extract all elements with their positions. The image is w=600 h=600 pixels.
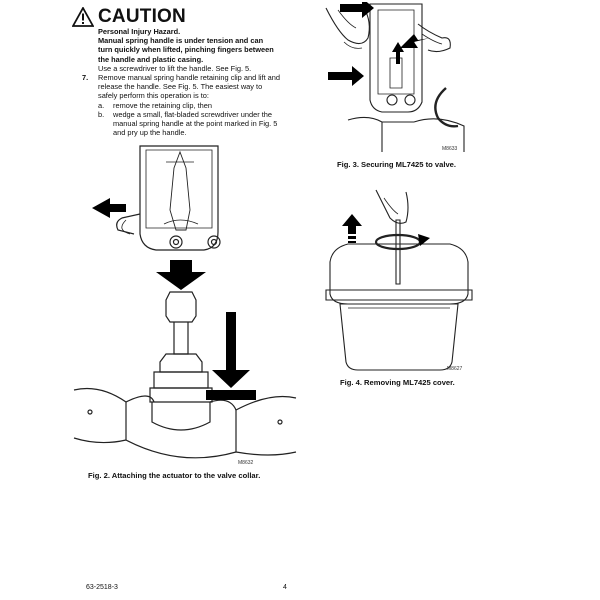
caution-heading: CAUTION [72, 6, 292, 30]
step-number: 7. [82, 73, 89, 82]
caution-text: Personal Injury Hazard. Manual spring ha… [98, 27, 290, 73]
step-7: 7. Remove manual spring handle retaining… [82, 73, 294, 137]
footer-doc-number: 63-2518-3 [86, 584, 118, 591]
caution-warning-line: the handle and plastic casing. [98, 54, 204, 64]
caution-warning-line: Manual spring handle is under tension an… [98, 36, 264, 46]
warning-triangle-icon [72, 7, 94, 27]
fig2-code: M8632 [238, 460, 254, 466]
substep-a: a. remove the retaining clip, then [98, 101, 294, 110]
fig3-code: M8633 [442, 146, 458, 152]
fig2-caption: Fig. 2. Attaching the actuator to the va… [88, 471, 261, 480]
step-line: Remove manual spring handle retaining cl… [98, 73, 281, 82]
substep-line: and pry up the handle. [113, 128, 187, 138]
caution-warning-line: turn quickly when lifted, pinching finge… [98, 45, 274, 55]
substep-b: b. wedge a small, flat-bladed screwdrive… [98, 110, 294, 119]
substep-line: manual spring handle at the point marked… [113, 119, 278, 129]
substep-line: remove the retaining clip, then [113, 100, 213, 110]
step-line: safely perform this operation is to: [98, 91, 209, 101]
fig3-illustration [325, 2, 465, 152]
caution-instruction: Use a screwdriver to lift the handle. Se… [98, 63, 252, 73]
caution-hazard: Personal Injury Hazard. [98, 27, 181, 36]
caution-title: CAUTION [98, 6, 186, 27]
fig4-code: M8627 [447, 366, 463, 372]
step-line: release the handle. See Fig. 5. The easi… [98, 82, 263, 92]
substep-line: wedge a small, flat-bladed screwdriver u… [113, 109, 272, 119]
substep-b-cont: and pry up the handle. [98, 128, 294, 137]
fig4-illustration [325, 189, 473, 371]
fig3-caption: Fig. 3. Securing ML7425 to valve. [337, 160, 457, 169]
footer-page-number: 4 [283, 584, 287, 591]
substep-letter: a. [98, 100, 105, 110]
substep-letter: b. [98, 109, 105, 119]
fig4-caption: Fig. 4. Removing ML7425 cover. [340, 378, 455, 387]
fig2-illustration [73, 145, 297, 459]
substep-b-cont: manual spring handle at the point marked… [98, 119, 294, 128]
